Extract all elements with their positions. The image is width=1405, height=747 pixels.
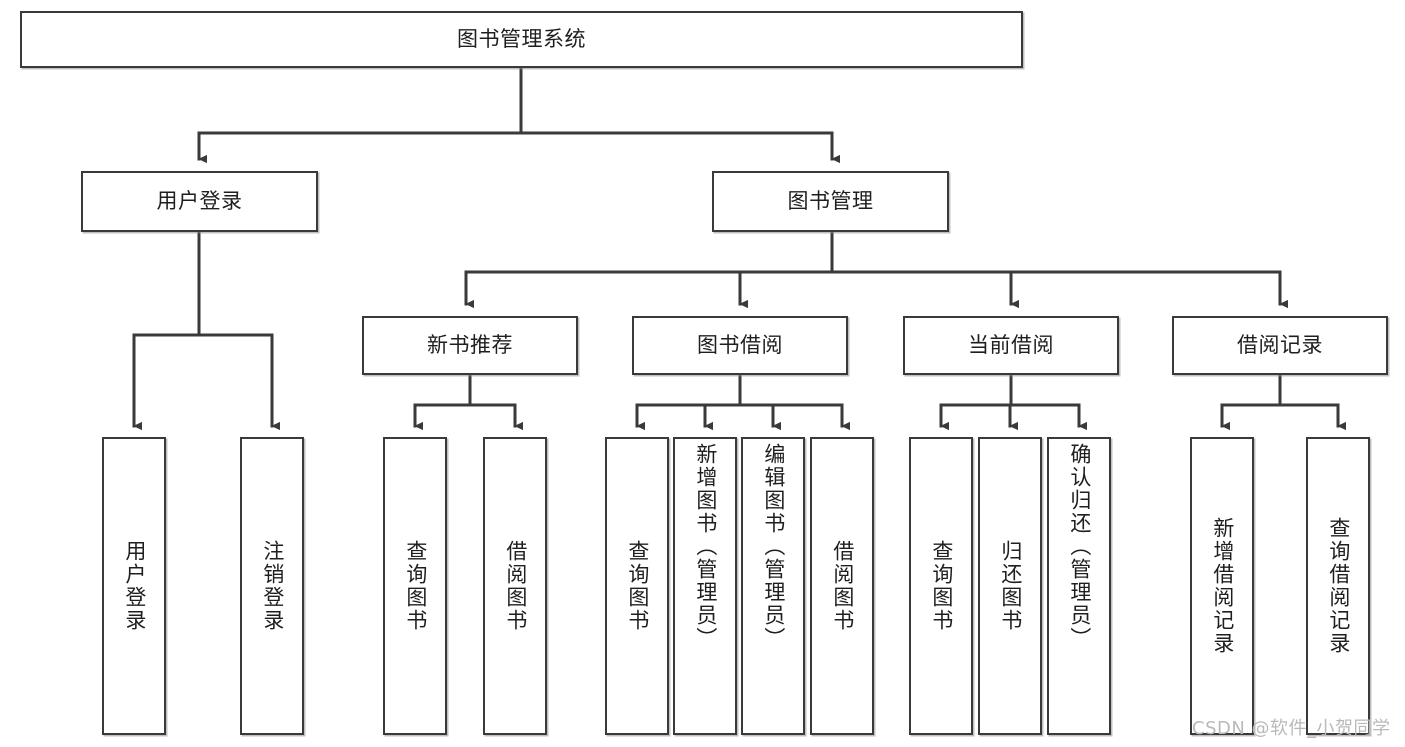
leaf-user-login[interactable]: 用户登录: [102, 437, 166, 735]
node-new-book-recommend-label: 新书推荐: [427, 333, 513, 358]
node-user-login-label: 用户登录: [156, 189, 243, 214]
node-current-borrow[interactable]: 当前借阅: [903, 316, 1119, 375]
node-current-borrow-label: 当前借阅: [968, 333, 1054, 358]
leaf-user-logout-label: 注销登录: [260, 540, 285, 632]
leaf-user-logout[interactable]: 注销登录: [240, 437, 304, 735]
leaf-query-book-3-label: 查询图书: [929, 540, 954, 632]
leaf-add-record-label: 新增借阅记录: [1210, 517, 1235, 655]
leaf-borrow-book-2[interactable]: 借阅图书: [810, 437, 874, 735]
leaf-query-book-2-label: 查询图书: [625, 540, 650, 632]
node-book-manage[interactable]: 图书管理: [712, 171, 949, 232]
leaf-confirm-return[interactable]: 确认归还（管理员）: [1047, 437, 1111, 735]
node-borrow-record[interactable]: 借阅记录: [1172, 316, 1388, 375]
node-root-label: 图书管理系统: [457, 27, 586, 52]
leaf-borrow-book-1[interactable]: 借阅图书: [483, 437, 547, 735]
leaf-query-book-3[interactable]: 查询图书: [909, 437, 973, 735]
leaf-borrow-book-1-label: 借阅图书: [503, 540, 528, 632]
leaf-edit-book[interactable]: 编辑图书（管理员）: [741, 437, 805, 735]
leaf-return-book-label: 归还图书: [998, 540, 1023, 632]
leaf-return-book[interactable]: 归还图书: [978, 437, 1042, 735]
node-root[interactable]: 图书管理系统: [20, 11, 1023, 68]
node-new-book-recommend[interactable]: 新书推荐: [362, 316, 578, 375]
node-borrow-record-label: 借阅记录: [1237, 333, 1323, 358]
leaf-confirm-return-label: 确认归还（管理员）: [1067, 443, 1092, 650]
node-book-borrow[interactable]: 图书借阅: [632, 316, 848, 375]
leaf-query-book-1-label: 查询图书: [403, 540, 428, 632]
csdn-watermark: CSDN @软件_小贺同学: [1192, 718, 1391, 739]
leaf-add-record[interactable]: 新增借阅记录: [1190, 437, 1254, 735]
node-book-manage-label: 图书管理: [787, 189, 874, 214]
leaf-edit-book-label: 编辑图书（管理员）: [761, 443, 786, 650]
leaf-borrow-book-2-label: 借阅图书: [830, 540, 855, 632]
leaf-add-book-label: 新增图书（管理员）: [693, 443, 718, 650]
leaf-query-record[interactable]: 查询借阅记录: [1306, 437, 1370, 735]
leaf-add-book[interactable]: 新增图书（管理员）: [673, 437, 737, 735]
node-book-borrow-label: 图书借阅: [697, 333, 783, 358]
node-user-login[interactable]: 用户登录: [81, 171, 318, 232]
leaf-query-book-1[interactable]: 查询图书: [383, 437, 447, 735]
leaf-user-login-label: 用户登录: [122, 540, 147, 632]
leaf-query-record-label: 查询借阅记录: [1326, 517, 1351, 655]
leaf-query-book-2[interactable]: 查询图书: [605, 437, 669, 735]
